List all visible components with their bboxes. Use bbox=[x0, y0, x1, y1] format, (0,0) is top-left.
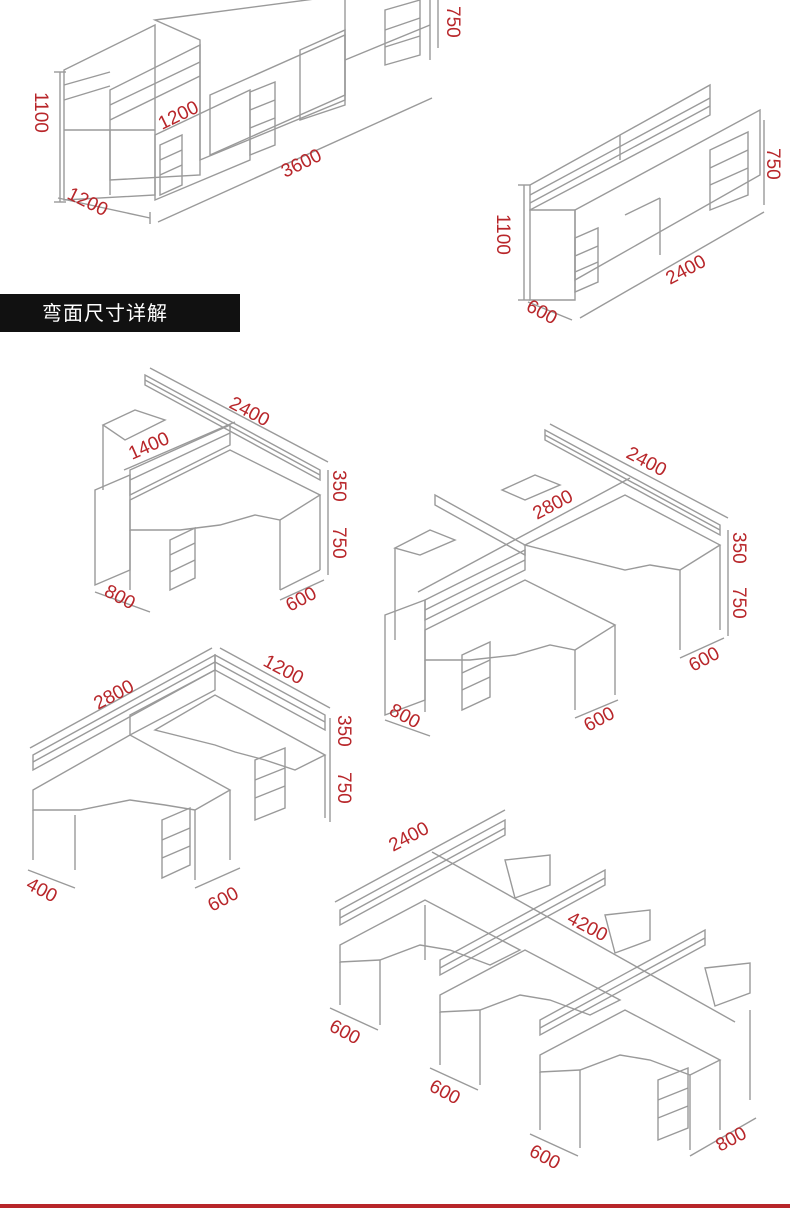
dim-g4-desk-height: 750 bbox=[728, 587, 749, 619]
section-title: 弯面尺寸详解 bbox=[0, 294, 240, 332]
dim-g6-depth-3: 600 bbox=[526, 1141, 564, 1174]
dim-g1-cubicle-width: 1200 bbox=[155, 97, 202, 134]
dim-g3-depth-right: 600 bbox=[282, 583, 320, 616]
dim-g1-depth: 1200 bbox=[64, 184, 111, 221]
dim-g6-diagonal: 4200 bbox=[564, 908, 611, 946]
dim-g4-screen: 350 bbox=[728, 532, 749, 564]
dim-g2-desk-height: 750 bbox=[762, 148, 783, 180]
desk-cluster-2800-drawing bbox=[384, 423, 729, 737]
dim-g4-depth-front-right: 600 bbox=[580, 703, 618, 736]
workstation-3600-drawing bbox=[54, 0, 439, 224]
dim-g1-width: 3600 bbox=[278, 145, 325, 182]
dim-g1-height: 1100 bbox=[30, 92, 51, 133]
dim-g3-length: 2400 bbox=[226, 393, 273, 431]
dim-g5-depth-right: 600 bbox=[204, 883, 242, 916]
dim-g5-screen: 350 bbox=[333, 715, 354, 747]
l-desk-2800-drawing bbox=[27, 647, 331, 889]
bottom-divider bbox=[0, 1204, 790, 1208]
dim-g1-desk-height: 750 bbox=[442, 6, 463, 38]
dim-g5-desk-height: 750 bbox=[333, 772, 354, 804]
dim-g6-length: 2400 bbox=[385, 818, 432, 856]
desk-cluster-4200-drawing bbox=[329, 809, 757, 1157]
workstation-2400-drawing bbox=[518, 83, 765, 321]
dim-g2-depth: 600 bbox=[523, 296, 561, 329]
dim-g5-depth-left: 400 bbox=[23, 874, 61, 907]
dim-g4-depth-right: 600 bbox=[685, 643, 723, 676]
l-desk-2400-drawing bbox=[94, 367, 329, 613]
dim-g3-depth-left: 800 bbox=[101, 581, 139, 614]
dim-g4-depth-front-left: 800 bbox=[386, 700, 424, 733]
dim-g6-depth-side: 800 bbox=[712, 1123, 750, 1156]
dim-g2-height: 1100 bbox=[492, 214, 513, 255]
dim-g3-screen: 350 bbox=[328, 470, 349, 502]
dim-g3-desk-height: 750 bbox=[328, 527, 349, 559]
